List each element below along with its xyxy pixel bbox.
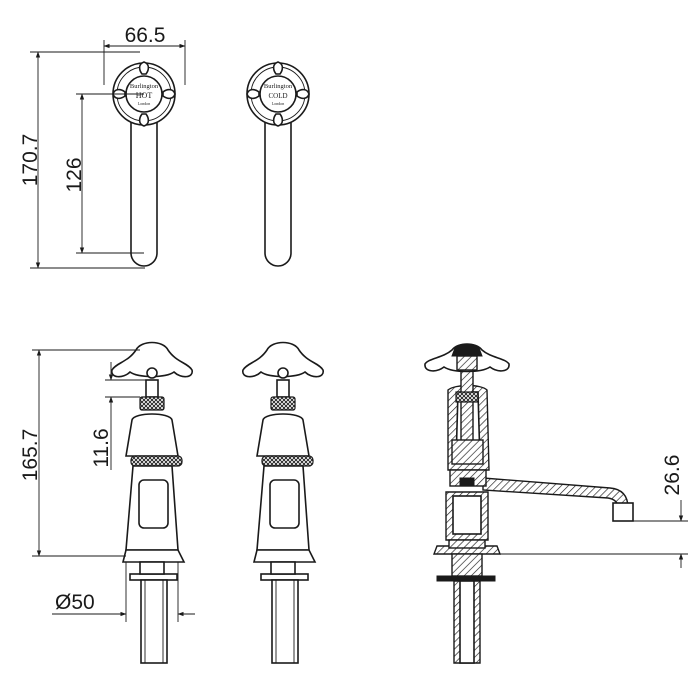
hot-badge-sub: London <box>138 101 150 106</box>
dimension-label-spout-height: 26.6 <box>661 455 684 496</box>
hot-badge-label: HOT <box>136 91 153 100</box>
front-view-tap-left <box>111 341 193 664</box>
dimension-top-width: 66.5 <box>103 24 186 85</box>
hot-badge-brand: Burlington <box>130 83 159 90</box>
cold-badge-sub: London <box>272 101 284 106</box>
dimension-top-spout-length: 126 <box>63 93 144 254</box>
hot-badge: Burlington HOT London <box>130 83 159 106</box>
dimension-top-total-length: 170.7 <box>19 51 145 269</box>
dimension-label-side-height: 165.7 <box>19 429 42 482</box>
dimension-side-height: 165.7 <box>19 349 140 557</box>
section-view-tap <box>424 343 634 664</box>
top-view-cold-tap <box>246 61 310 267</box>
dimension-label-side-gap: 11.6 <box>90 428 113 467</box>
cold-badge: Burlington COLD London <box>264 83 293 106</box>
dimension-spout-height: 26.6 <box>498 455 688 568</box>
dimension-side-base-diameter: Ø50 <box>52 562 195 622</box>
dimension-label-side-base-diameter: Ø50 <box>55 591 95 614</box>
dimension-side-gap: 11.6 <box>90 362 146 470</box>
dimension-label-top-width: 66.5 <box>125 24 166 47</box>
front-view-tap-right <box>242 341 324 664</box>
cold-badge-brand: Burlington <box>264 83 293 90</box>
cold-badge-label: COLD <box>268 92 287 100</box>
dimension-label-top-spout-length: 126 <box>63 157 86 192</box>
dimension-label-top-total-length: 170.7 <box>19 134 42 187</box>
